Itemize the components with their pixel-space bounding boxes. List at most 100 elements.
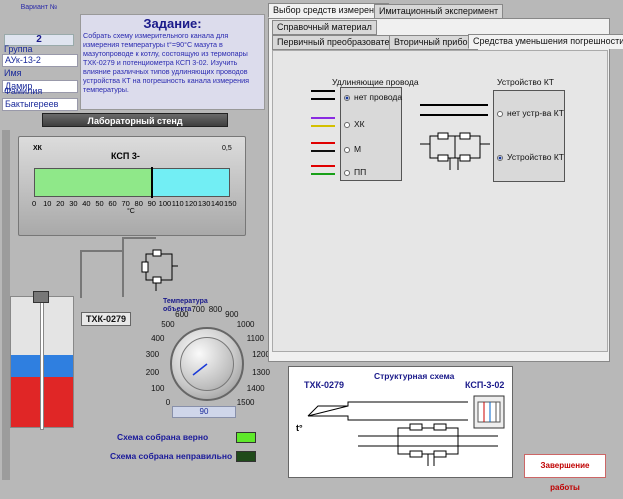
- scale-tick-label: 80: [134, 199, 143, 208]
- scale-tick-label: 40: [82, 199, 91, 208]
- scale-tick-label: 60: [108, 199, 117, 208]
- wire-sample: [311, 173, 335, 175]
- tab-reference[interactable]: Справочный материал: [272, 20, 377, 35]
- group-field[interactable]: АУк-13-2: [2, 54, 78, 67]
- thermocouple-label: ТХК-0279: [81, 312, 131, 326]
- tab-simulation[interactable]: Имитационный эксперимент: [374, 4, 504, 19]
- knob-indicator: [192, 363, 208, 376]
- structure-t-label: t°: [296, 423, 303, 433]
- wire-option[interactable]: нет провода: [344, 92, 402, 102]
- wire-sample: [311, 117, 335, 119]
- scale-tick-label: 70: [121, 199, 130, 208]
- wire-line: [80, 250, 82, 298]
- wire-sample: [311, 150, 335, 152]
- kt-radio-0[interactable]: [497, 110, 503, 117]
- scale-tick-label: 140: [210, 199, 224, 208]
- surname-label: Фамилия: [4, 86, 43, 96]
- lab-stand-button[interactable]: Лабораторный стенд: [42, 113, 228, 127]
- tab-secondary-device[interactable]: Вторичный прибор: [389, 35, 478, 50]
- status-ok-label: Схема собрана верно: [117, 432, 209, 442]
- tab-primary-converter[interactable]: Первичный преобразователь: [272, 35, 405, 50]
- wire-sample: [311, 142, 335, 144]
- knob-tick-label: 800: [208, 304, 223, 314]
- scale-tick-label: 100: [158, 199, 172, 208]
- kt-option-label: Устройство КТ: [507, 152, 564, 162]
- instrument-name: КСП 3-: [111, 151, 140, 161]
- wire-radio[interactable]: [344, 146, 350, 153]
- wires-group: [340, 87, 402, 181]
- wire-option-label: М: [354, 144, 362, 154]
- knob-tick-label: 900: [225, 309, 239, 319]
- scale-tick-label: 10: [43, 199, 52, 208]
- kt-option-label: нет устр-ва КТ: [507, 108, 564, 118]
- wire-option[interactable]: ПП: [344, 167, 366, 177]
- wire-option[interactable]: ХК: [344, 119, 365, 129]
- kt-line: [420, 114, 488, 116]
- instrument-class: 0,5: [222, 145, 232, 152]
- scale-tick-label: 20: [56, 199, 65, 208]
- finish-button[interactable]: Завершение работы: [524, 454, 606, 492]
- structure-title: Структурная схема: [374, 371, 455, 381]
- thermocouple-head[interactable]: [33, 291, 49, 303]
- status-bad-label: Схема собрана неправильно: [110, 451, 233, 461]
- task-title: Задание:: [143, 16, 202, 31]
- knob-tick-label: 1300: [252, 367, 270, 377]
- wire-sample: [311, 98, 335, 100]
- variant-field[interactable]: 2: [4, 34, 74, 46]
- scale-green-zone: [34, 168, 152, 197]
- status-bad-led: [236, 451, 256, 462]
- wire-sample: [311, 90, 335, 92]
- surname-field[interactable]: Бактыгереев: [2, 98, 78, 111]
- left-edge-bar: [2, 130, 10, 480]
- name-label: Имя: [4, 68, 22, 78]
- wires-title: Удлиняющие провода: [332, 77, 419, 87]
- knob-tick-label: 500: [161, 320, 175, 330]
- wire-option-label: ХК: [354, 119, 365, 129]
- knob-tick-label: 700: [191, 304, 205, 314]
- wire-option-label: нет провода: [354, 92, 403, 102]
- scale-tick-label: 50: [95, 199, 104, 208]
- scale-tick-label: 130: [197, 199, 211, 208]
- knob-tick-label: 1400: [246, 383, 265, 393]
- group-label: Группа: [4, 44, 33, 54]
- wire-sample: [311, 165, 335, 167]
- scale-pointer: [150, 167, 153, 198]
- status-ok-led: [236, 432, 256, 443]
- wire-sample: [311, 125, 335, 127]
- task-box: [80, 14, 265, 110]
- kt-radio-1[interactable]: [497, 154, 503, 161]
- scale-unit: °C: [127, 208, 135, 215]
- structure-left-label: ТХК-0279: [304, 380, 345, 390]
- knob-tick-label: 400: [151, 334, 165, 344]
- knob-tick-label: 0: [165, 397, 171, 407]
- thermocouple-probe: [40, 298, 44, 430]
- knob-tick-label: 600: [175, 309, 189, 319]
- scale-tick-label: 90: [147, 199, 156, 208]
- wire-radio[interactable]: [344, 121, 350, 128]
- wire-radio[interactable]: [344, 94, 350, 101]
- instrument-type: ХК: [33, 145, 42, 152]
- tab-error-reduction[interactable]: Средства уменьшения погрешности: [468, 34, 623, 49]
- knob-tick-label: 1500: [236, 397, 255, 407]
- knob-tick-label: 200: [145, 367, 160, 377]
- kt-bridge-icon: [420, 132, 490, 170]
- scale-tick-label: 150: [224, 199, 237, 208]
- scale-cyan-zone: [152, 168, 230, 197]
- bridge-icon: [141, 249, 178, 291]
- knob-tick-label: 1200: [252, 350, 270, 360]
- wire-radio[interactable]: [344, 169, 350, 176]
- structure-schematic: [307, 395, 505, 466]
- structure-right-label: КСП-3-02: [465, 380, 505, 390]
- tab-choose-instruments[interactable]: Выбор средств измерения: [268, 3, 389, 18]
- kt-option-1[interactable]: Устройство КТ: [497, 152, 564, 162]
- knob-tick-label: 300: [145, 350, 160, 360]
- variant-label: Вариант №: [20, 4, 58, 11]
- name-field[interactable]: Дамир: [2, 80, 78, 93]
- kt-title: Устройство КТ: [497, 77, 554, 87]
- scale-tick-label: 110: [171, 199, 184, 208]
- kt-option-0[interactable]: нет устр-ва КТ: [497, 108, 564, 118]
- knob-value[interactable]: 90: [172, 406, 236, 418]
- wire-line: [122, 237, 124, 297]
- wire-option[interactable]: М: [344, 144, 361, 154]
